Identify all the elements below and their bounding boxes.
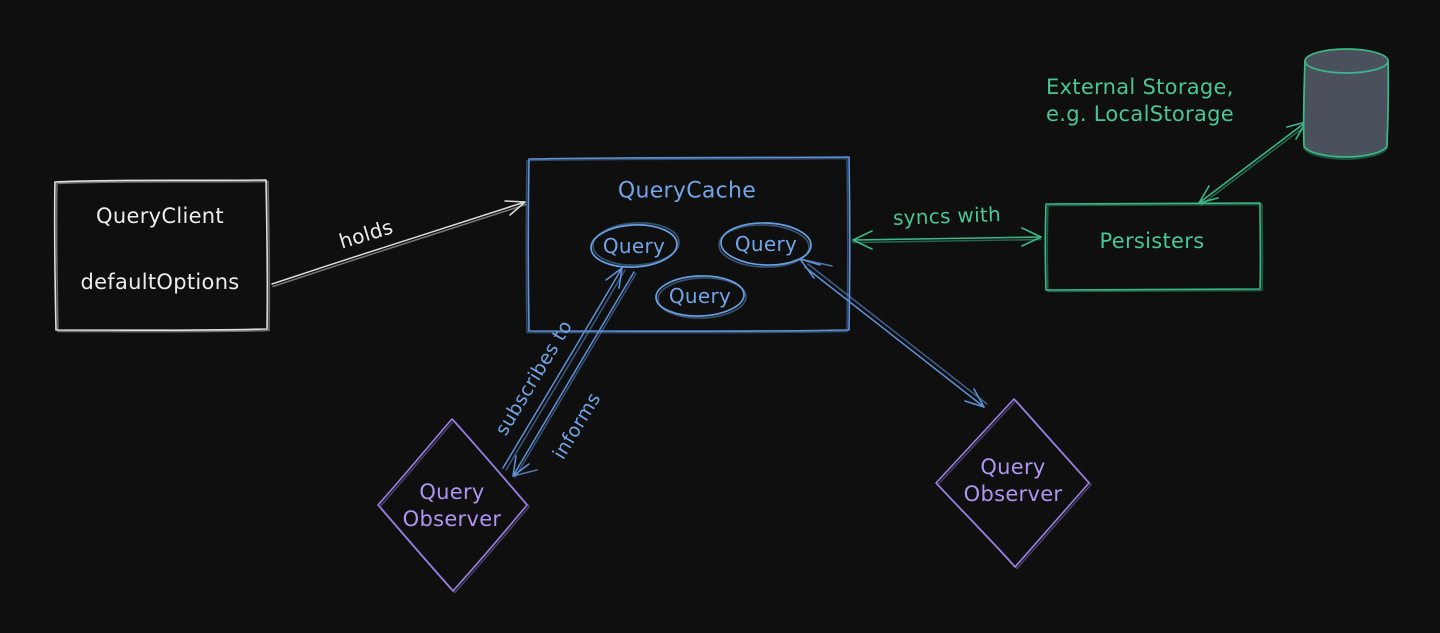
persisters-box[interactable] [1045,203,1264,293]
query-observer-left-diamond[interactable] [378,419,530,594]
query-client-box[interactable] [55,180,271,333]
informs-arrow[interactable] [513,272,637,479]
subscribes-to-arrow[interactable] [503,268,626,471]
syncs-with-arrow[interactable] [852,228,1042,249]
holds-arrow[interactable] [272,201,527,288]
observer-right-label-line1: Query [980,455,1046,479]
observer-left-label-line2: Observer [402,507,502,531]
query-cache-box[interactable] [525,157,850,334]
query-label-3: Query [668,284,732,308]
external-storage-cylinder[interactable] [1304,49,1389,159]
query-label-1: Query [602,234,666,258]
observer-left-label-line1: Query [419,480,485,504]
external-storage-caption-line1[interactable]: External Storage, [1046,75,1234,99]
query-observer-right-diamond[interactable] [936,399,1092,570]
persisters-label: Persisters [1099,229,1205,253]
observer-right-label-line2: Observer [963,482,1063,506]
persisters-storage-arrow[interactable] [1199,122,1309,206]
query-client-subtitle: defaultOptions [80,270,240,294]
query-ellipse-1[interactable] [590,219,681,269]
syncs-with-edge-label: syncs with [892,202,1002,230]
query-ellipse-2[interactable] [717,221,811,270]
query-ellipse-3[interactable] [655,274,748,321]
query-cache-title: QueryCache [617,178,757,204]
cache-observer-arrow[interactable] [800,259,988,407]
external-storage-caption-line2[interactable]: e.g. LocalStorage [1046,102,1234,126]
query-label-2: Query [734,232,798,256]
query-client-title: QueryClient [96,204,224,228]
